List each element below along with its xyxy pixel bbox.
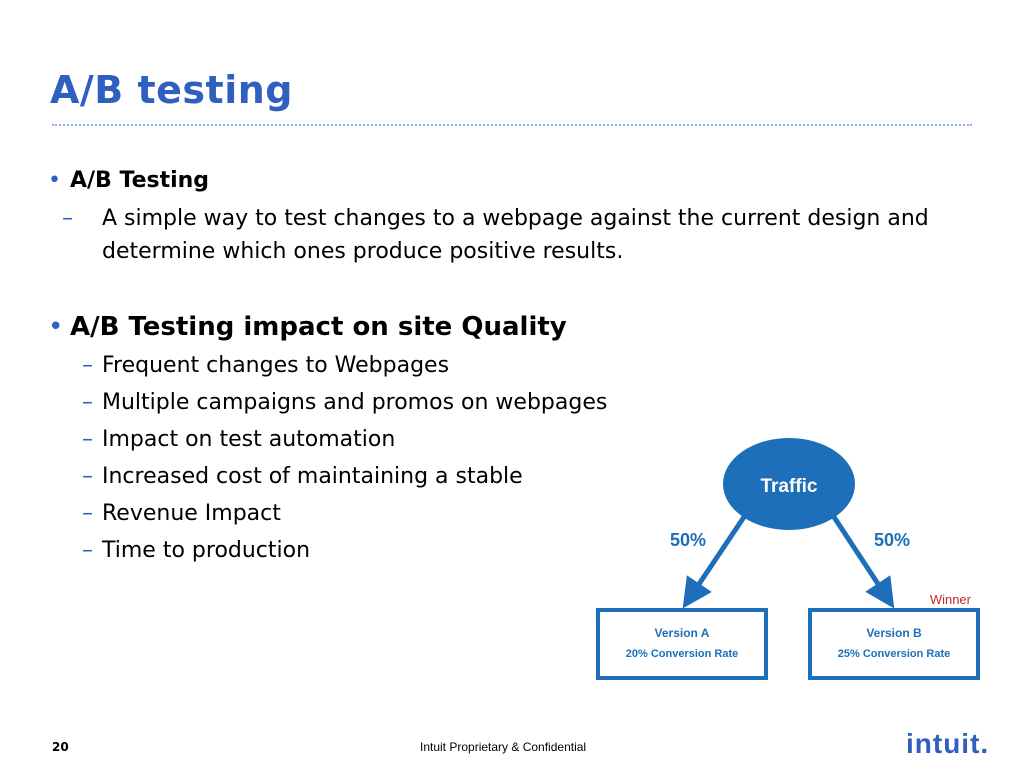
sub-bullet: –Increased cost of maintaining a stable [82, 460, 523, 493]
left-percent-label: 50% [670, 530, 706, 550]
page-number: 20 [52, 740, 69, 754]
confidential-notice: Intuit Proprietary & Confidential [420, 740, 587, 754]
sub-bullet: –Impact on test automation [82, 423, 395, 456]
bullet-heading: A/B Testing impact on site Quality [70, 312, 567, 342]
bullet-dot-icon: • [48, 312, 64, 342]
bullet-dot-icon: • [48, 168, 61, 193]
intuit-logo: intuit. [906, 728, 990, 759]
sub-bullet: –Multiple campaigns and promos on webpag… [82, 386, 607, 419]
sub-bullet-text: A simple way to test changes to a webpag… [102, 206, 929, 264]
sub-bullet: –Time to production [82, 534, 310, 567]
right-percent-label: 50% [874, 530, 910, 550]
bullet-impact: •A/B Testing impact on site Quality [48, 312, 567, 342]
version-b-box [808, 608, 980, 680]
sub-bullet: –Frequent changes to Webpages [82, 349, 449, 382]
slide-title: A/B testing [50, 68, 293, 112]
dash-icon: – [82, 427, 93, 452]
version-b-label: Version B [866, 626, 922, 640]
traffic-label: Traffic [760, 476, 817, 497]
traffic-ellipse [723, 438, 855, 530]
bullet-ab-testing: • A/B Testing [48, 168, 209, 193]
ab-traffic-diagram: Traffic 50% 50% Winner Version A 20% Con… [596, 438, 980, 680]
dash-icon: – [82, 538, 93, 563]
sub-bullet-text: Frequent changes to Webpages [102, 353, 450, 378]
bullet-heading: A/B Testing [70, 168, 210, 193]
dash-icon: – [62, 206, 73, 231]
dash-icon: – [82, 353, 93, 378]
version-a-label: Version A [655, 626, 710, 640]
arrow-left-icon [682, 512, 749, 609]
sub-bullet-text: Multiple campaigns and promos on webpage… [102, 390, 608, 415]
winner-label: Winner [930, 592, 972, 607]
sub-bullet-text: Increased cost of maintaining a stable [102, 464, 523, 489]
sub-bullet: –Revenue Impact [82, 497, 281, 530]
dash-icon: – [82, 464, 93, 489]
sub-bullet-text: Time to production [102, 538, 311, 563]
sub-bullet-text: Impact on test automation [102, 427, 396, 452]
version-b-rate: 25% Conversion Rate [838, 648, 950, 660]
arrow-right-icon [829, 512, 895, 609]
sub-bullet-description: – A simple way to test changes to a webpa… [62, 202, 982, 268]
version-a-rate: 20% Conversion Rate [626, 648, 738, 660]
sub-bullet-text: Revenue Impact [102, 501, 281, 526]
version-a-box [596, 608, 768, 680]
title-divider [52, 124, 972, 126]
dash-icon: – [82, 390, 93, 415]
dash-icon: – [82, 501, 93, 526]
